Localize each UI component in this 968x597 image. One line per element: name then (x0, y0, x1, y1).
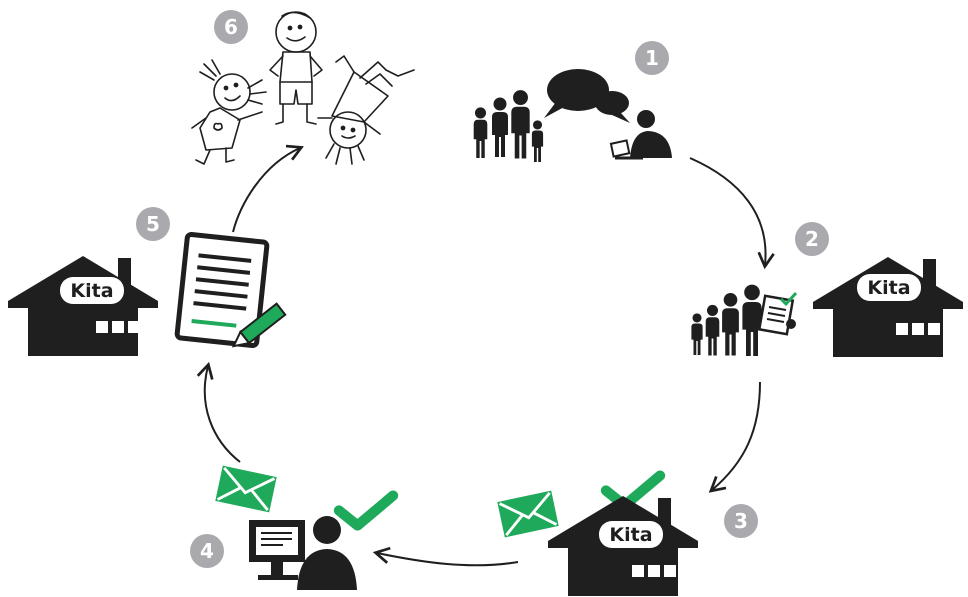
consultant-icon (609, 110, 672, 160)
kita-house-icon: Kita (8, 256, 158, 356)
step-3-number: 3 (734, 509, 748, 533)
contract-document-icon (174, 231, 270, 349)
envelope-icon (495, 489, 561, 539)
child-boy-middle (269, 11, 323, 125)
step-1-number: 1 (645, 46, 659, 70)
step-3-kita-confirmation: Kita 3 (495, 476, 758, 596)
speech-bubbles-icon (544, 69, 630, 123)
arrow-1-to-2 (689, 157, 775, 270)
step-4-number: 4 (200, 539, 214, 563)
arrow-2-to-3 (708, 381, 761, 493)
checkmark-icon (339, 496, 393, 526)
step-3-badge (724, 504, 758, 538)
step-5-badge (136, 207, 170, 241)
pen-icon (231, 302, 287, 348)
family-icon (473, 90, 544, 162)
child-right-upsidedown (317, 55, 415, 165)
step-2-number: 2 (805, 227, 819, 251)
step-5-number: 5 (146, 212, 160, 236)
family-icon (691, 284, 762, 356)
clipboard-icon (757, 291, 798, 336)
kita-house-icon: Kita (548, 496, 698, 596)
step-6-children: 6 (191, 10, 415, 165)
step-4-badge (190, 534, 224, 568)
step-6-badge (214, 10, 248, 44)
arrow-4-to-5 (196, 361, 241, 463)
kita-house-icon: Kita (813, 257, 963, 357)
step-2-badge (795, 222, 829, 256)
checkmark-icon (606, 476, 660, 506)
step-5-contract: Kita 5 (8, 207, 287, 356)
arrow-5-to-6 (232, 144, 304, 233)
cycle-arrows (196, 144, 775, 567)
kita-label: Kita (70, 280, 113, 302)
computer-user-icon (249, 516, 357, 590)
child-girl-left (191, 59, 267, 165)
step-6-number: 6 (224, 15, 238, 39)
arrow-3-to-4 (372, 546, 519, 567)
children-drawing-icon (191, 11, 415, 165)
step-2-registration: Kita 2 (691, 222, 963, 357)
envelope-icon (213, 464, 279, 514)
step-1-family-consultation: 1 (473, 41, 672, 162)
kita-label: Kita (609, 524, 652, 546)
step-4-email-received: 4 (190, 464, 393, 590)
step-1-badge (635, 41, 669, 75)
kita-label: Kita (867, 277, 910, 299)
